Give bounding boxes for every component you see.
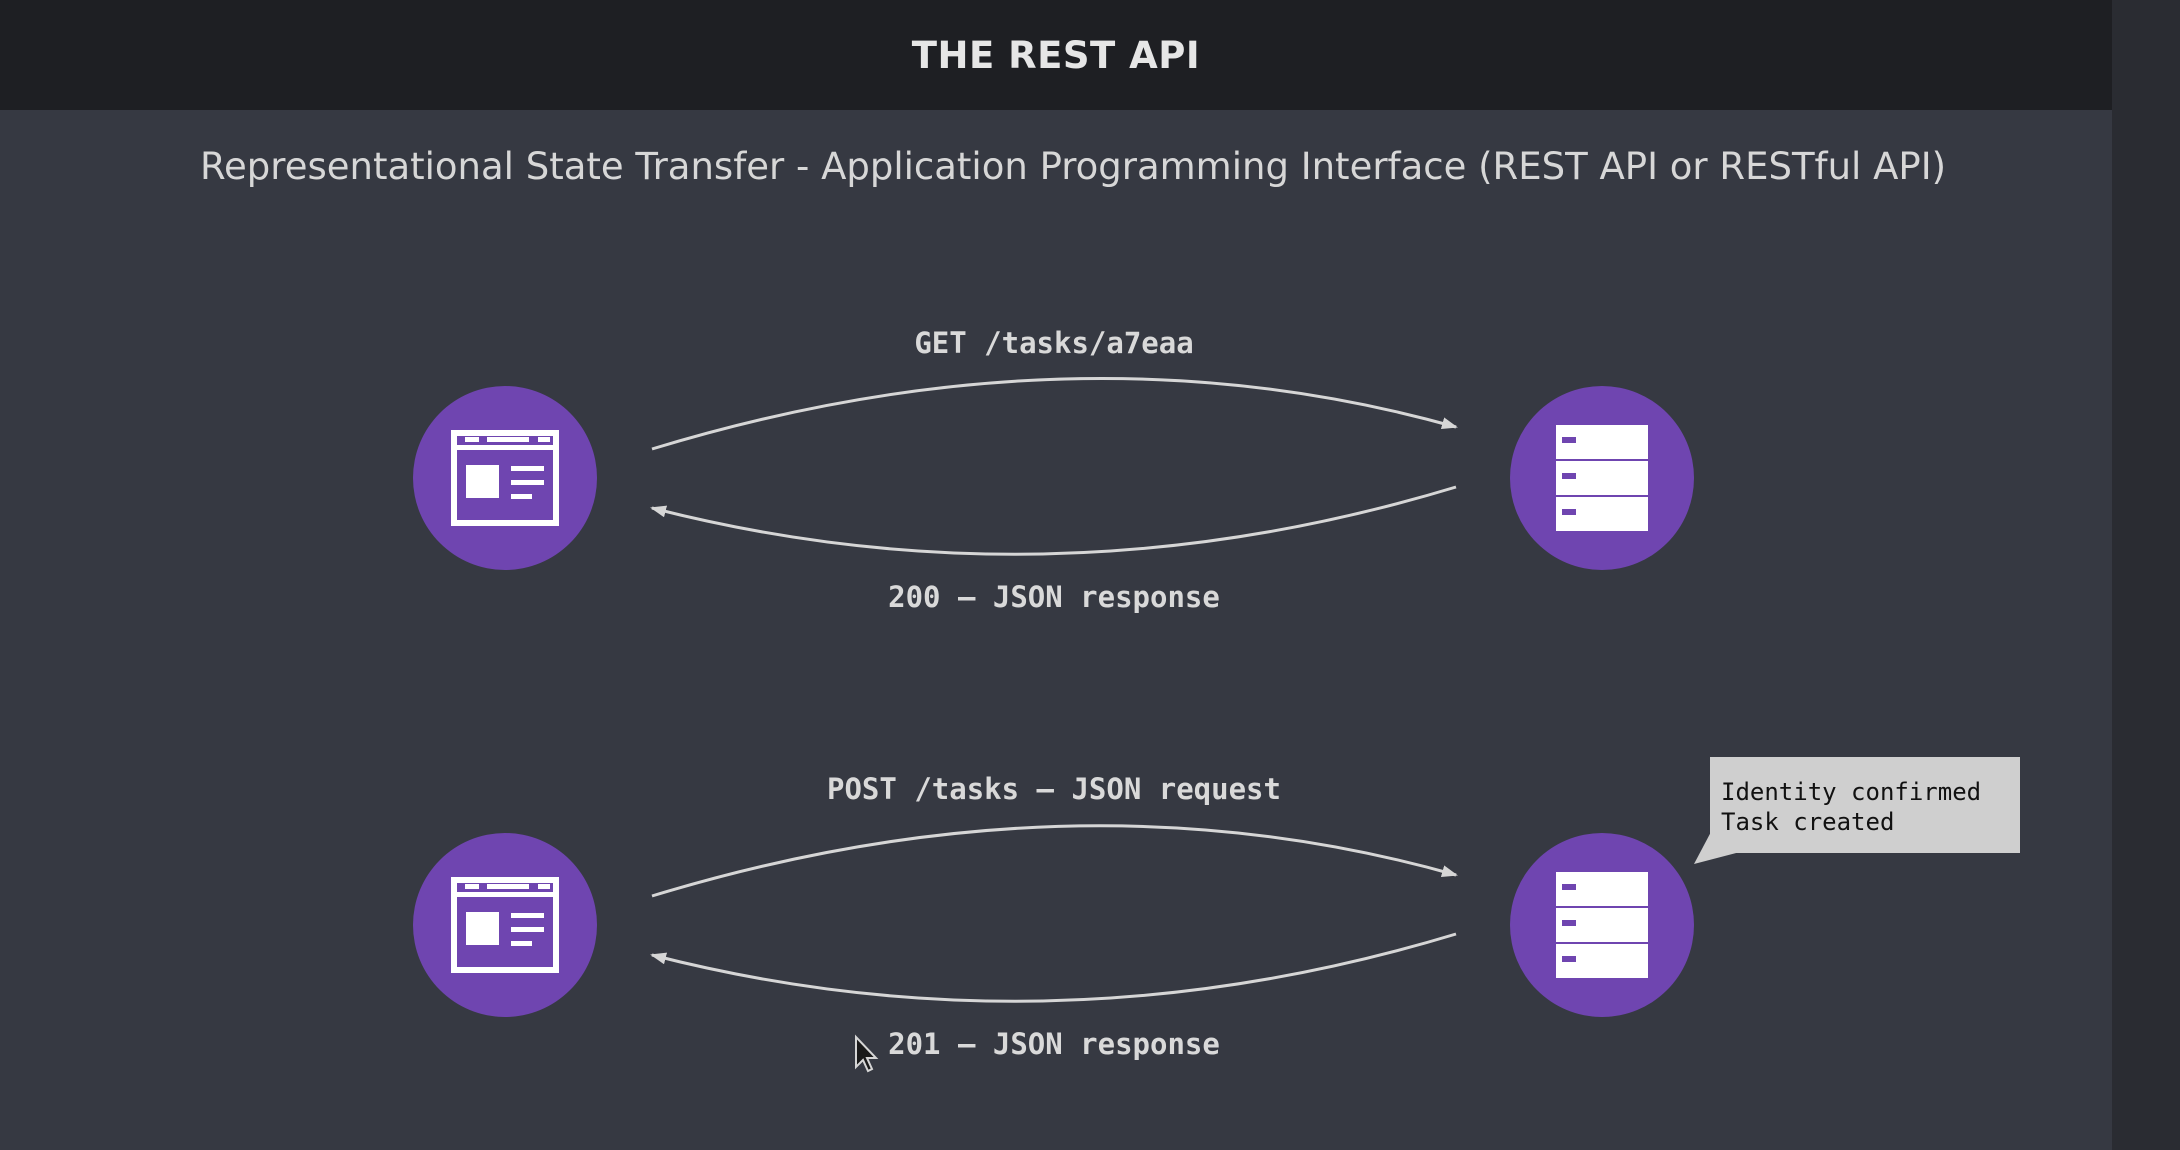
response-label-1: 200 – JSON response (888, 580, 1220, 614)
right-edge-panel (2112, 0, 2180, 1150)
mouse-cursor-icon (855, 1034, 879, 1073)
callout-line-1: Identity confirmed (1721, 778, 1982, 806)
client-node-2 (413, 833, 597, 1017)
response-label-2: 201 – JSON response (888, 1027, 1220, 1061)
request-arrow-2 (651, 824, 1458, 898)
request-arrow-1 (651, 376, 1458, 451)
callout-line-2: Task created (1721, 808, 1895, 836)
server-rack-icon (1556, 872, 1648, 978)
response-arrow-1 (650, 485, 1457, 556)
request-label-1: GET /tasks/a7eaa (914, 326, 1194, 360)
header-bar: THE REST API (0, 0, 2112, 110)
client-node-1 (413, 386, 597, 570)
callout-box: Identity confirmed Task created (1710, 757, 2020, 853)
response-arrow-2 (650, 932, 1457, 1003)
server-node-1 (1510, 386, 1694, 570)
page-title: THE REST API (911, 33, 1201, 77)
subtitle: Representational State Transfer - Applic… (200, 145, 1947, 188)
server-node-2 (1510, 833, 1694, 1017)
callout-text: Identity confirmed Task created (1721, 777, 1981, 837)
request-label-2: POST /tasks – JSON request (827, 772, 1281, 806)
server-rack-icon (1556, 425, 1648, 531)
